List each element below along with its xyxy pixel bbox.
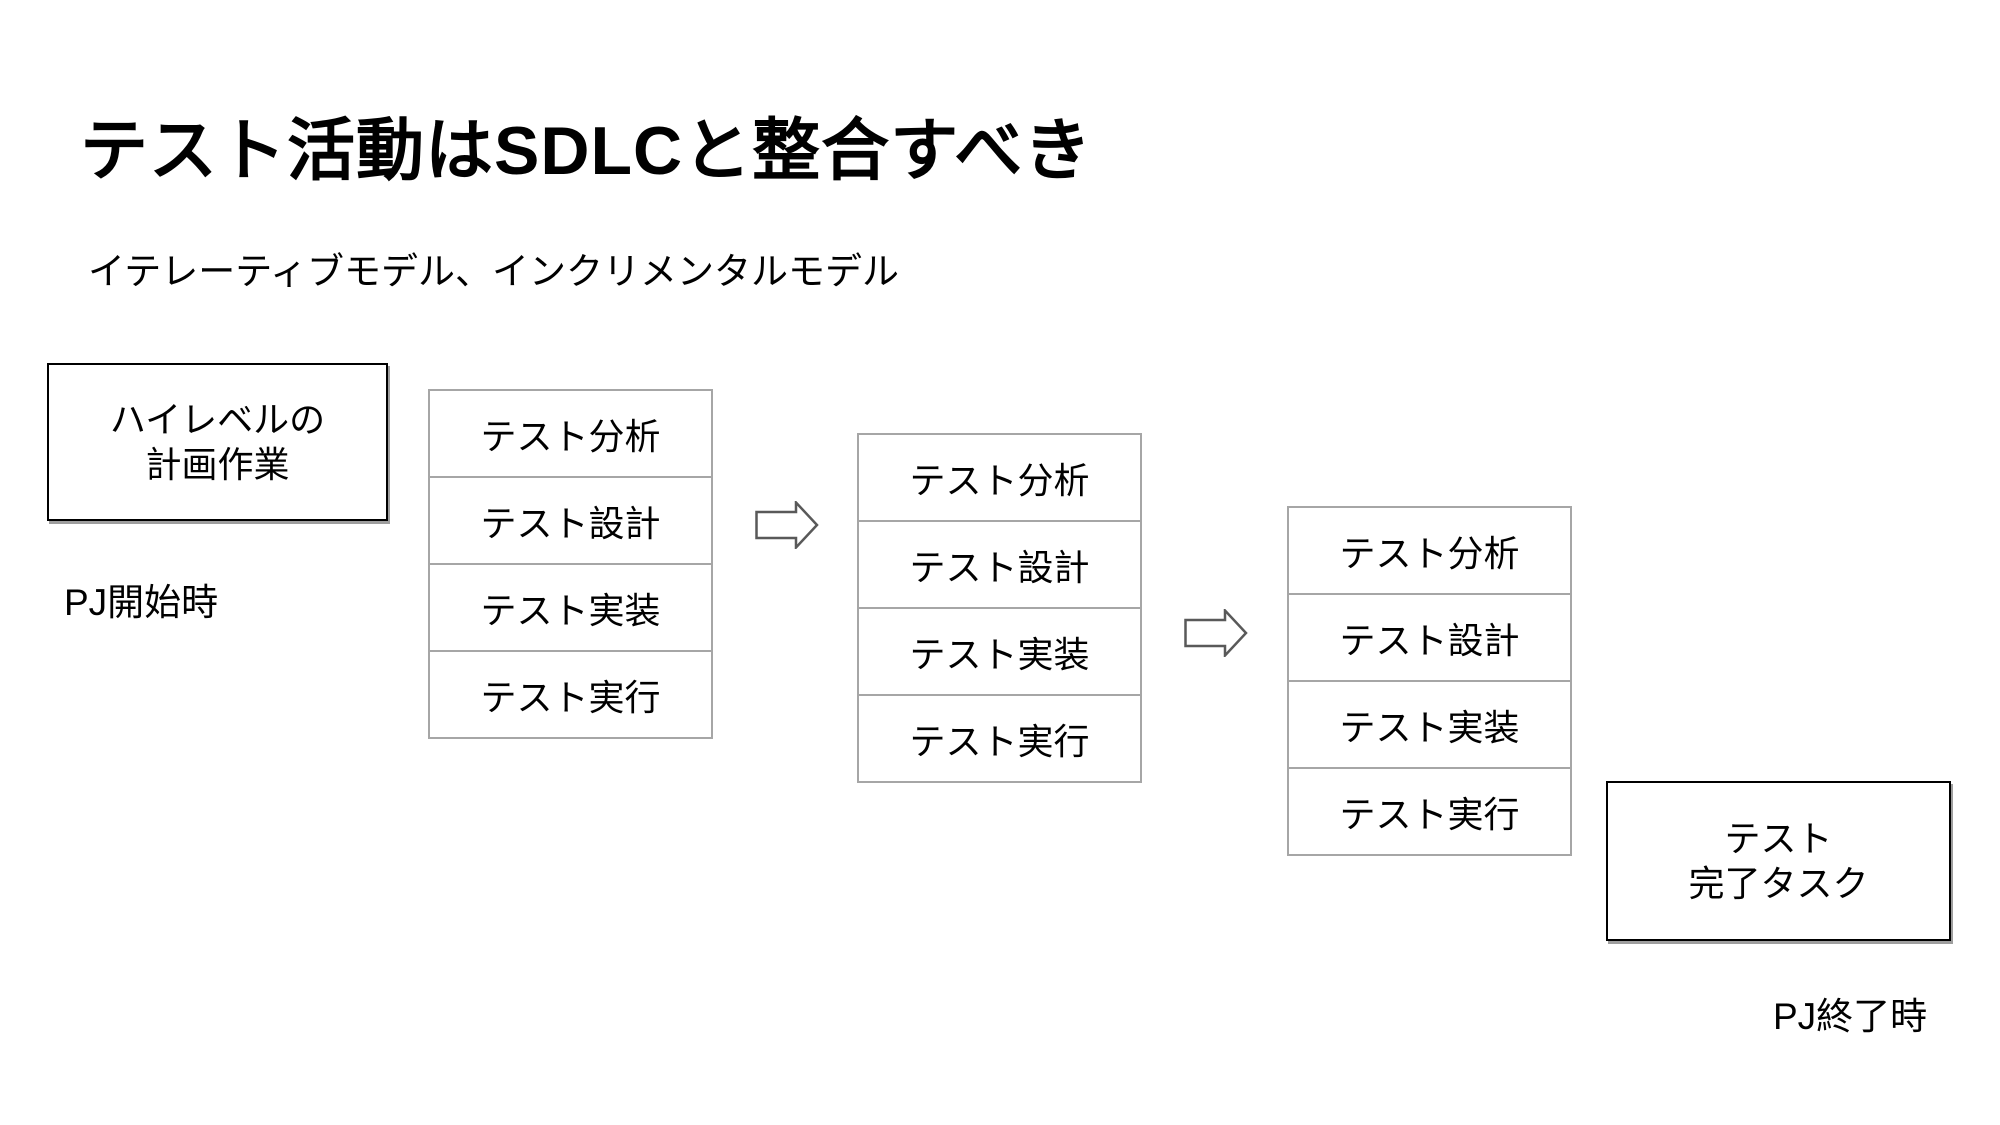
test-step-cell: テスト分析 [1287, 506, 1572, 595]
high-level-planning-label: ハイレベルの 計画作業 [110, 397, 325, 487]
completion-label-line-1: テスト [1724, 818, 1833, 859]
completion-label-line-2: 完了タスク [1688, 863, 1869, 904]
test-completion-label: テスト 完了タスク [1688, 816, 1868, 906]
project-end-label: PJ終了時 [1773, 996, 1928, 1037]
project-start-label: PJ開始時 [64, 582, 219, 623]
test-step-cell: テスト実装 [857, 607, 1142, 696]
planning-label-line-1: ハイレベルの [109, 399, 326, 440]
test-step-cell: テスト実行 [1287, 767, 1572, 856]
planning-label-line-2: 計画作業 [145, 444, 290, 485]
iteration-column-2: テスト分析 テスト設計 テスト実装 テスト実行 [857, 433, 1142, 783]
high-level-planning-box: ハイレベルの 計画作業 [47, 363, 388, 521]
test-step-cell: テスト実行 [428, 650, 713, 739]
test-step-cell: テスト実行 [857, 694, 1142, 783]
test-completion-box: テスト 完了タスク [1606, 781, 1951, 941]
slide-title: テスト活動はSDLCと整合すべき [80, 113, 1093, 189]
test-step-cell: テスト分析 [428, 389, 713, 478]
test-step-cell: テスト設計 [428, 476, 713, 565]
test-step-cell: テスト分析 [857, 433, 1142, 522]
test-step-cell: テスト実装 [1287, 680, 1572, 769]
right-arrow-icon [1184, 609, 1248, 657]
iteration-column-1: テスト分析 テスト設計 テスト実装 テスト実行 [428, 389, 713, 739]
test-step-cell: テスト設計 [857, 520, 1142, 609]
right-arrow-icon [755, 501, 819, 549]
iteration-column-3: テスト分析 テスト設計 テスト実装 テスト実行 [1287, 506, 1572, 856]
test-step-cell: テスト実装 [428, 563, 713, 652]
test-step-cell: テスト設計 [1287, 593, 1572, 682]
slide-subtitle: イテレーティブモデル、インクリメンタルモデル [88, 251, 900, 292]
